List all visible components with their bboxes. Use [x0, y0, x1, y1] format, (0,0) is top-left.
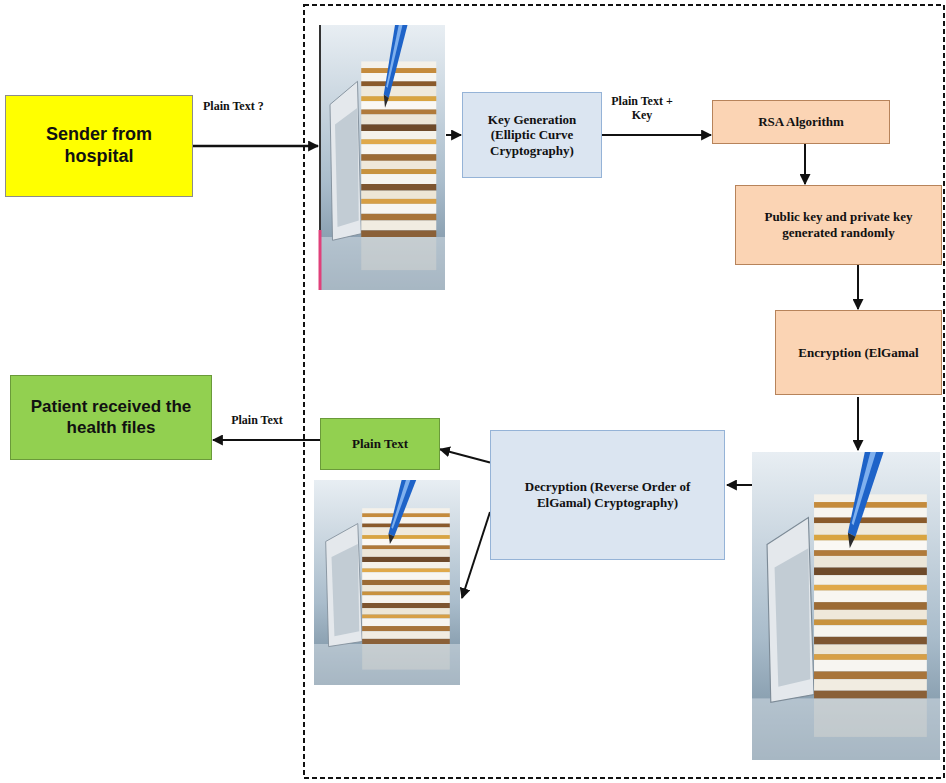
- sender-box: Sender from hospital: [5, 95, 193, 197]
- arrow-connector: [857, 265, 859, 309]
- files-picture: [320, 25, 445, 290]
- process-box: RSA Algorithm: [712, 100, 890, 144]
- edge-label: Plain Text + Key: [606, 95, 678, 123]
- picture-edge: [319, 25, 321, 230]
- flow-arrow: [462, 512, 490, 598]
- arrow-connector: [804, 144, 806, 184]
- system-boundary: [304, 5, 944, 778]
- flow-arrow: [857, 397, 859, 450]
- process-box: Encryption (ElGamal: [775, 310, 942, 395]
- node-text: Decryption (Reverse Order of ElGamal) Cr…: [499, 479, 716, 510]
- process-box: Public key and private key generated ran…: [735, 185, 942, 265]
- arrow-connector: [213, 439, 320, 441]
- process-box: Decryption (Reverse Order of ElGamal) Cr…: [490, 430, 725, 560]
- node-text: Encryption (ElGamal: [798, 345, 918, 361]
- node-text: Key Generation (Elliptic Curve Cryptogra…: [471, 112, 593, 159]
- flow-arrow: [446, 134, 461, 136]
- picture-edge: [319, 230, 322, 290]
- node-text: Patient received the health files: [19, 397, 203, 438]
- output-box: Plain Text: [320, 418, 440, 470]
- flow-label: Plain Text ?: [203, 100, 293, 114]
- files-picture: [314, 480, 460, 685]
- receiver-box: Patient received the health files: [10, 375, 212, 460]
- node-text: Plain Text: [352, 436, 408, 452]
- node-text: RSA Algorithm: [758, 114, 844, 130]
- flow-arrow: [727, 484, 752, 486]
- arrow-connector: [440, 449, 490, 462]
- edge-label: Plain Text: [222, 414, 292, 428]
- files-picture: [752, 452, 940, 760]
- process-box: Key Generation (Elliptic Curve Cryptogra…: [462, 92, 602, 178]
- arrow-connector: [602, 134, 711, 136]
- node-text: Public key and private key generated ran…: [744, 209, 933, 240]
- flow-arrow: [193, 145, 318, 148]
- node-text: Sender from hospital: [14, 124, 184, 167]
